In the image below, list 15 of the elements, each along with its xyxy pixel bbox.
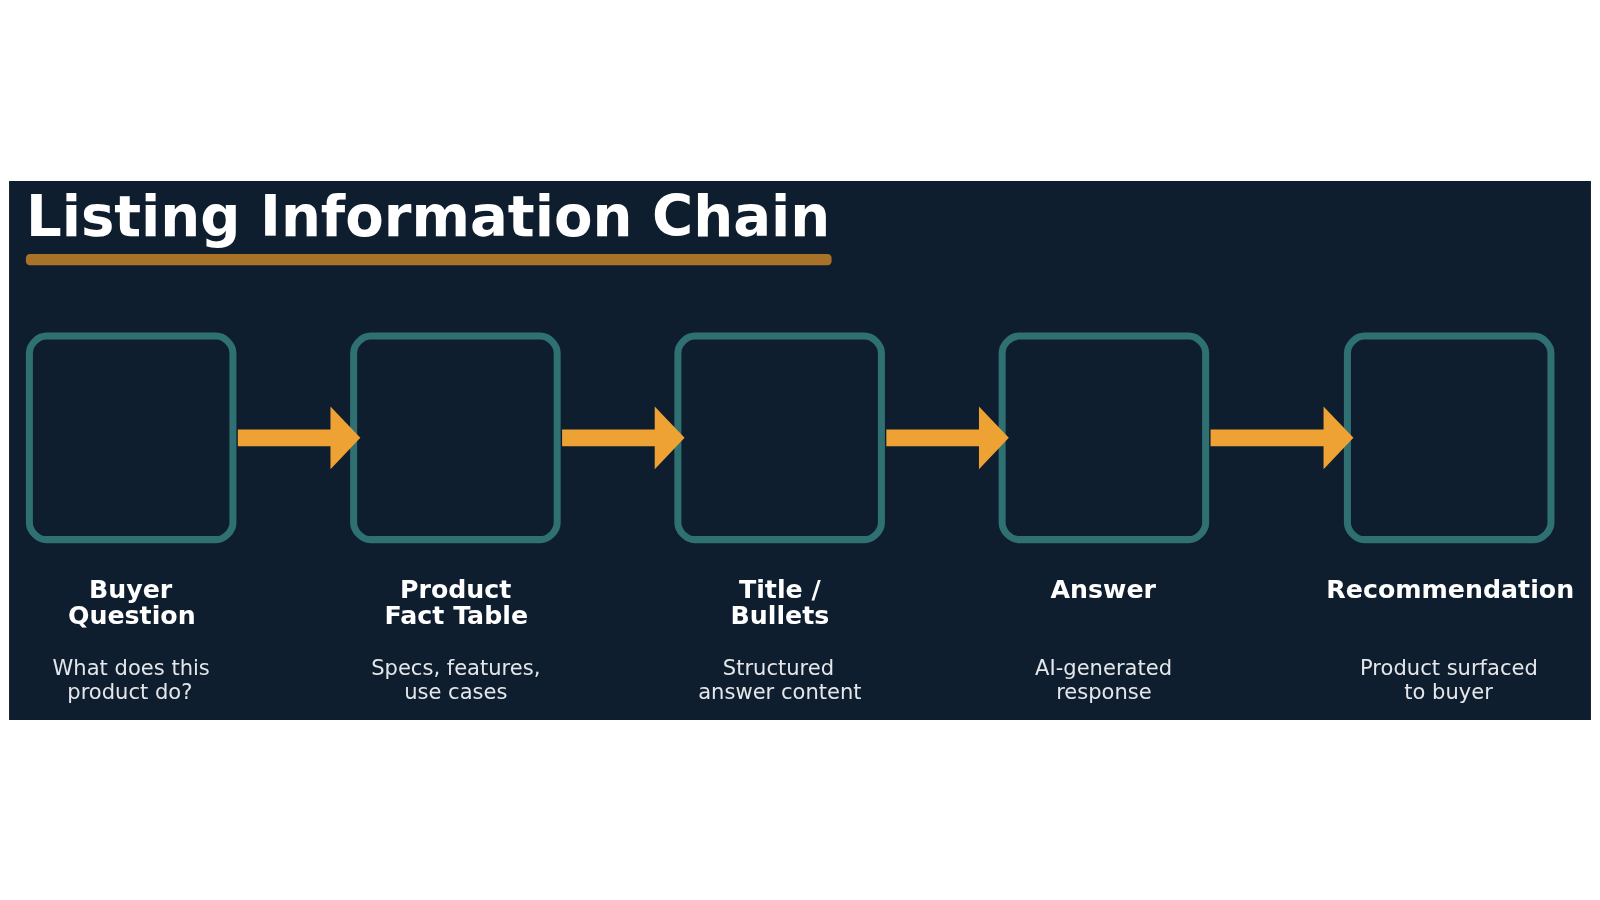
node-label: AI-generated response [1035, 654, 1173, 704]
node-label: Product surfaced to buyer [1360, 654, 1538, 704]
arrow [886, 406, 1009, 469]
node-label: Answer [1050, 574, 1156, 604]
node-label: Title / Bullets [730, 574, 830, 630]
arrow [237, 406, 361, 469]
node-label: Recommendation [1326, 574, 1575, 604]
node-label: Structured answer content [698, 654, 862, 704]
diagram-title: Listing Information Chain [25, 183, 831, 249]
node-label: Buyer Question [68, 574, 196, 630]
node-label: What does this product do? [52, 654, 210, 704]
arrow [1210, 406, 1354, 469]
node-label: Product Fact Table [384, 574, 529, 630]
node-label: Specs, features, use cases [371, 654, 541, 704]
arrow [562, 406, 685, 469]
